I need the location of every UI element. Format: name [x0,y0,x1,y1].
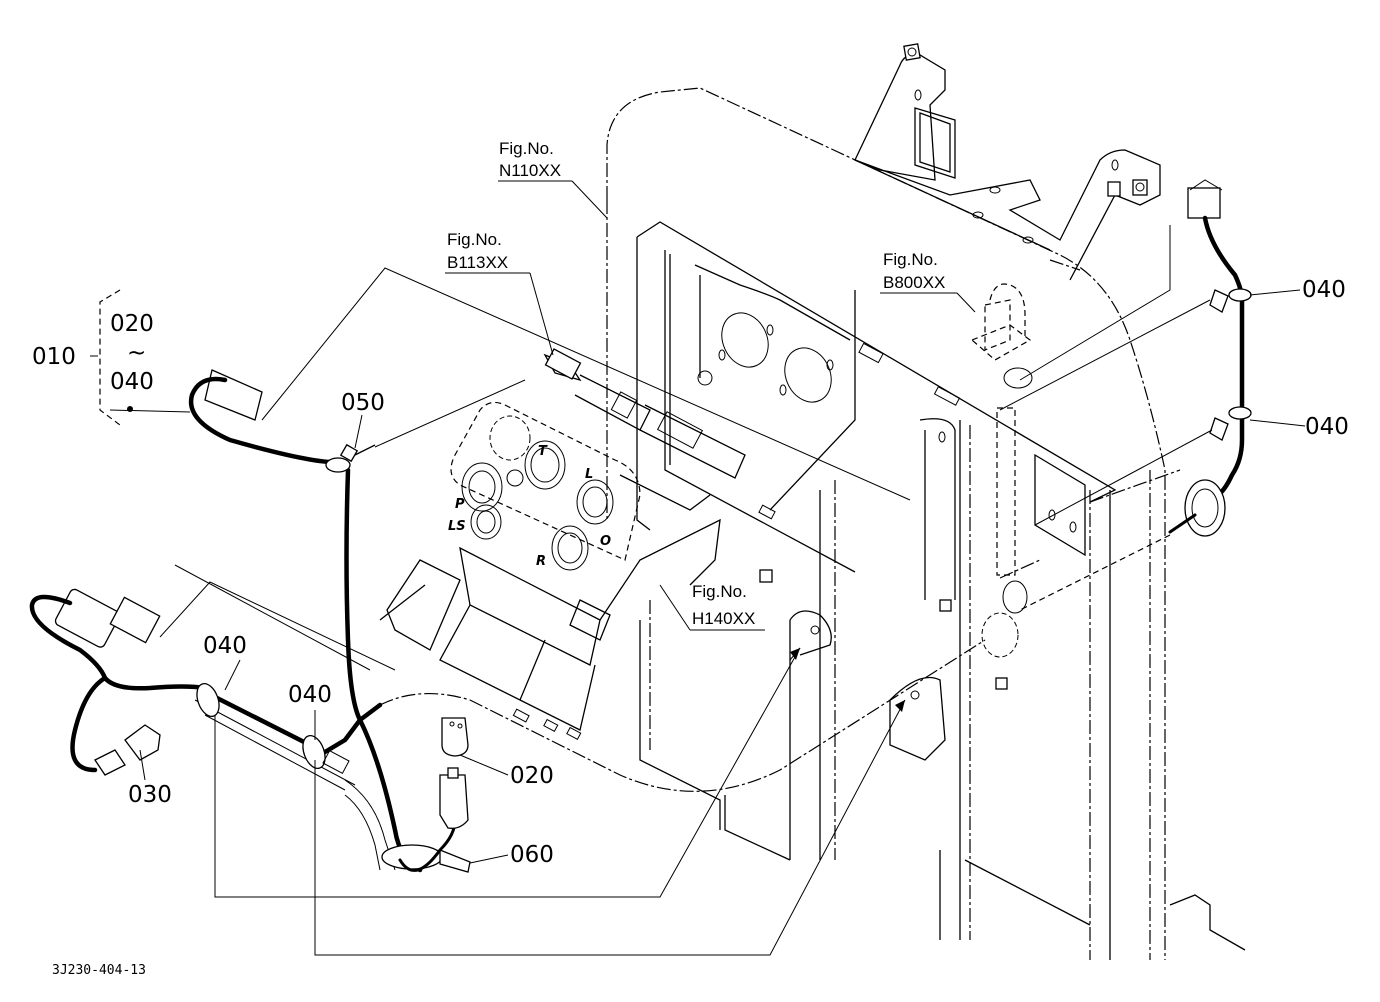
assembly-range-start: 020 [110,311,154,337]
port-label-ls: LS [448,519,466,534]
drawing-code: 3J230-404-13 [52,963,146,978]
callout-040: 040 [1305,414,1349,440]
nut-icon [759,569,773,583]
nut-icon [939,599,952,612]
fig-ref-prefix: Fig.No. [499,139,554,158]
nut-icon [1107,181,1121,197]
fig-ref-prefix: Fig.No. [883,250,938,269]
port-label-p: P [455,497,465,512]
port-label-l: L [585,467,593,482]
port-label-t: T [538,444,548,459]
pressure-switch [543,348,746,479]
grommet [1184,479,1226,537]
clamp-040-a [196,683,220,717]
hydraulic-valve: T L P LS R O [379,401,721,741]
port-label-o: O [600,534,611,549]
fig-ref-prefix: Fig.No. [692,582,747,601]
connector-plug [1187,187,1221,219]
fig-ref-h140xx: H140XX [692,609,755,628]
upper-bracket-frame [854,43,1161,281]
side-plate [639,407,1246,951]
callout-040: 040 [1302,277,1346,303]
fig-ref-n110xx: N110XX [499,161,561,180]
clamp-050 [325,443,376,473]
relay-component [970,283,1033,389]
assembly-part-number: 010 [32,344,76,370]
sensor-block [204,369,263,421]
wiring-harness [29,179,1252,873]
clip-040-lower [1209,406,1252,441]
assembly-bracket [90,289,121,426]
fig-ref-b800xx: B800XX [883,273,945,292]
connector-020-top [441,717,469,757]
assembly-range-symbol: ~ [127,340,146,366]
callout-030: 030 [128,782,172,808]
nut-icon [903,43,921,61]
labels: 010 020 ~ 040 Fig.No. N110XX Fig.No. B11… [32,139,1349,978]
nut-icon [995,677,1008,690]
leader-lines [139,180,1306,956]
mounting-bracket [636,221,1117,573]
callout-050: 050 [341,390,385,416]
callout-040: 040 [288,682,332,708]
port-label-r: R [536,554,546,569]
connection-dot [127,406,133,412]
fig-ref-prefix: Fig.No. [447,230,502,249]
callout-060: 060 [510,842,554,868]
connector-020-bottom [439,774,469,829]
fig-ref-b113xx: B113XX [447,253,508,272]
clip-040-upper [1209,288,1252,313]
nut-icon [1132,179,1148,196]
clamp-040-b [302,735,326,769]
callout-020: 020 [510,763,554,789]
rear-panel-outline [606,87,1166,960]
callout-040: 040 [203,633,247,659]
assembly-range-end: 040 [110,369,154,395]
